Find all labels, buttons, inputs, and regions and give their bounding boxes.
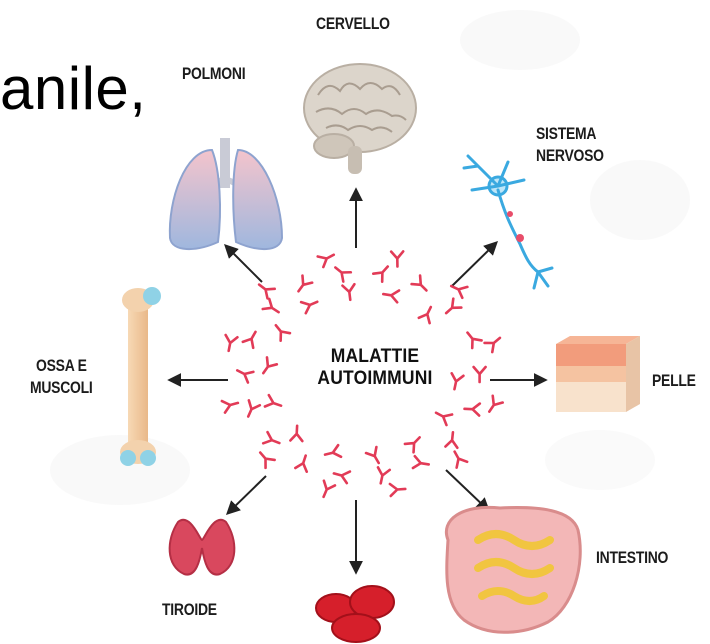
antibody-icon xyxy=(449,449,467,468)
antibody-icon xyxy=(332,468,350,483)
blood-cells-illustration xyxy=(316,586,394,642)
nerve-cell-illustration xyxy=(464,156,552,288)
antibody-icon xyxy=(256,449,275,468)
antibody-icon xyxy=(485,333,504,352)
antibody-icon xyxy=(256,280,275,299)
antibody-icon xyxy=(449,373,464,390)
antibody-icon xyxy=(324,445,341,460)
antibody-icon xyxy=(375,467,390,484)
lungs-illustration xyxy=(170,138,282,249)
antibody-icon xyxy=(294,276,313,295)
arrow-to-nerves xyxy=(452,243,496,286)
antibody-icon xyxy=(243,329,261,348)
antibody-icon xyxy=(290,425,303,441)
center-label: MALATTIE AUTOIMMUNI xyxy=(300,346,450,390)
antibody-icon xyxy=(243,400,260,419)
antibody-icon xyxy=(464,403,480,416)
antibody-icon xyxy=(235,365,254,383)
antibody-icon xyxy=(484,396,502,415)
antibody-icon xyxy=(449,281,468,298)
antibody-icon xyxy=(318,249,337,267)
antibody-icon xyxy=(413,456,430,470)
antibody-icon xyxy=(263,432,281,449)
antibody-icon xyxy=(405,433,424,452)
label-skin: PELLE xyxy=(652,371,696,390)
thyroid-illustration xyxy=(170,520,235,575)
center-label-line1: MALATTIE xyxy=(306,346,444,368)
antibody-icon xyxy=(271,322,290,341)
antibody-icon xyxy=(373,263,392,282)
label-bones-line1: OSSA E xyxy=(36,356,87,375)
antibody-icon xyxy=(366,447,384,466)
antibody-icon xyxy=(222,397,240,412)
arrow-to-thyroid xyxy=(228,476,266,513)
label-nervous-system-line1: SISTEMA xyxy=(536,124,596,143)
antibody-icon xyxy=(433,407,452,425)
antibody-icon xyxy=(258,357,276,376)
antibody-icon xyxy=(332,263,351,282)
skin-illustration xyxy=(556,336,640,412)
antibody-icon xyxy=(412,276,431,295)
arrow-to-lungs xyxy=(226,246,262,282)
antibody-icon xyxy=(265,395,283,411)
antibody-icon xyxy=(463,329,482,348)
antibody-icon xyxy=(474,367,486,382)
label-lungs: POLMONI xyxy=(182,64,245,83)
brain-illustration xyxy=(304,64,416,174)
center-label-line2: AUTOIMMUNI xyxy=(306,368,444,390)
antibody-icon xyxy=(419,304,436,323)
antibody-icon xyxy=(391,251,403,266)
antibody-icon xyxy=(295,454,311,472)
label-intestine: INTESTINO xyxy=(596,548,668,567)
antibody-icon xyxy=(382,288,399,302)
antibody-icon xyxy=(263,299,282,317)
label-thyroid: TIROIDE xyxy=(162,600,217,619)
intestine-illustration xyxy=(446,507,580,632)
antibody-icon xyxy=(390,483,406,496)
antibody-icon xyxy=(442,299,461,318)
arrow-to-intestine xyxy=(446,470,488,510)
antibody-icon xyxy=(445,432,459,448)
label-nervous-system-line2: NERVOSO xyxy=(536,146,604,165)
label-bones-line2: MUSCOLI xyxy=(30,378,93,397)
antibody-icon xyxy=(318,481,335,499)
antibody-icon xyxy=(301,296,319,313)
antibody-icon xyxy=(342,284,356,300)
antibody-icon xyxy=(223,335,238,352)
label-brain: CERVELLO xyxy=(316,14,390,33)
